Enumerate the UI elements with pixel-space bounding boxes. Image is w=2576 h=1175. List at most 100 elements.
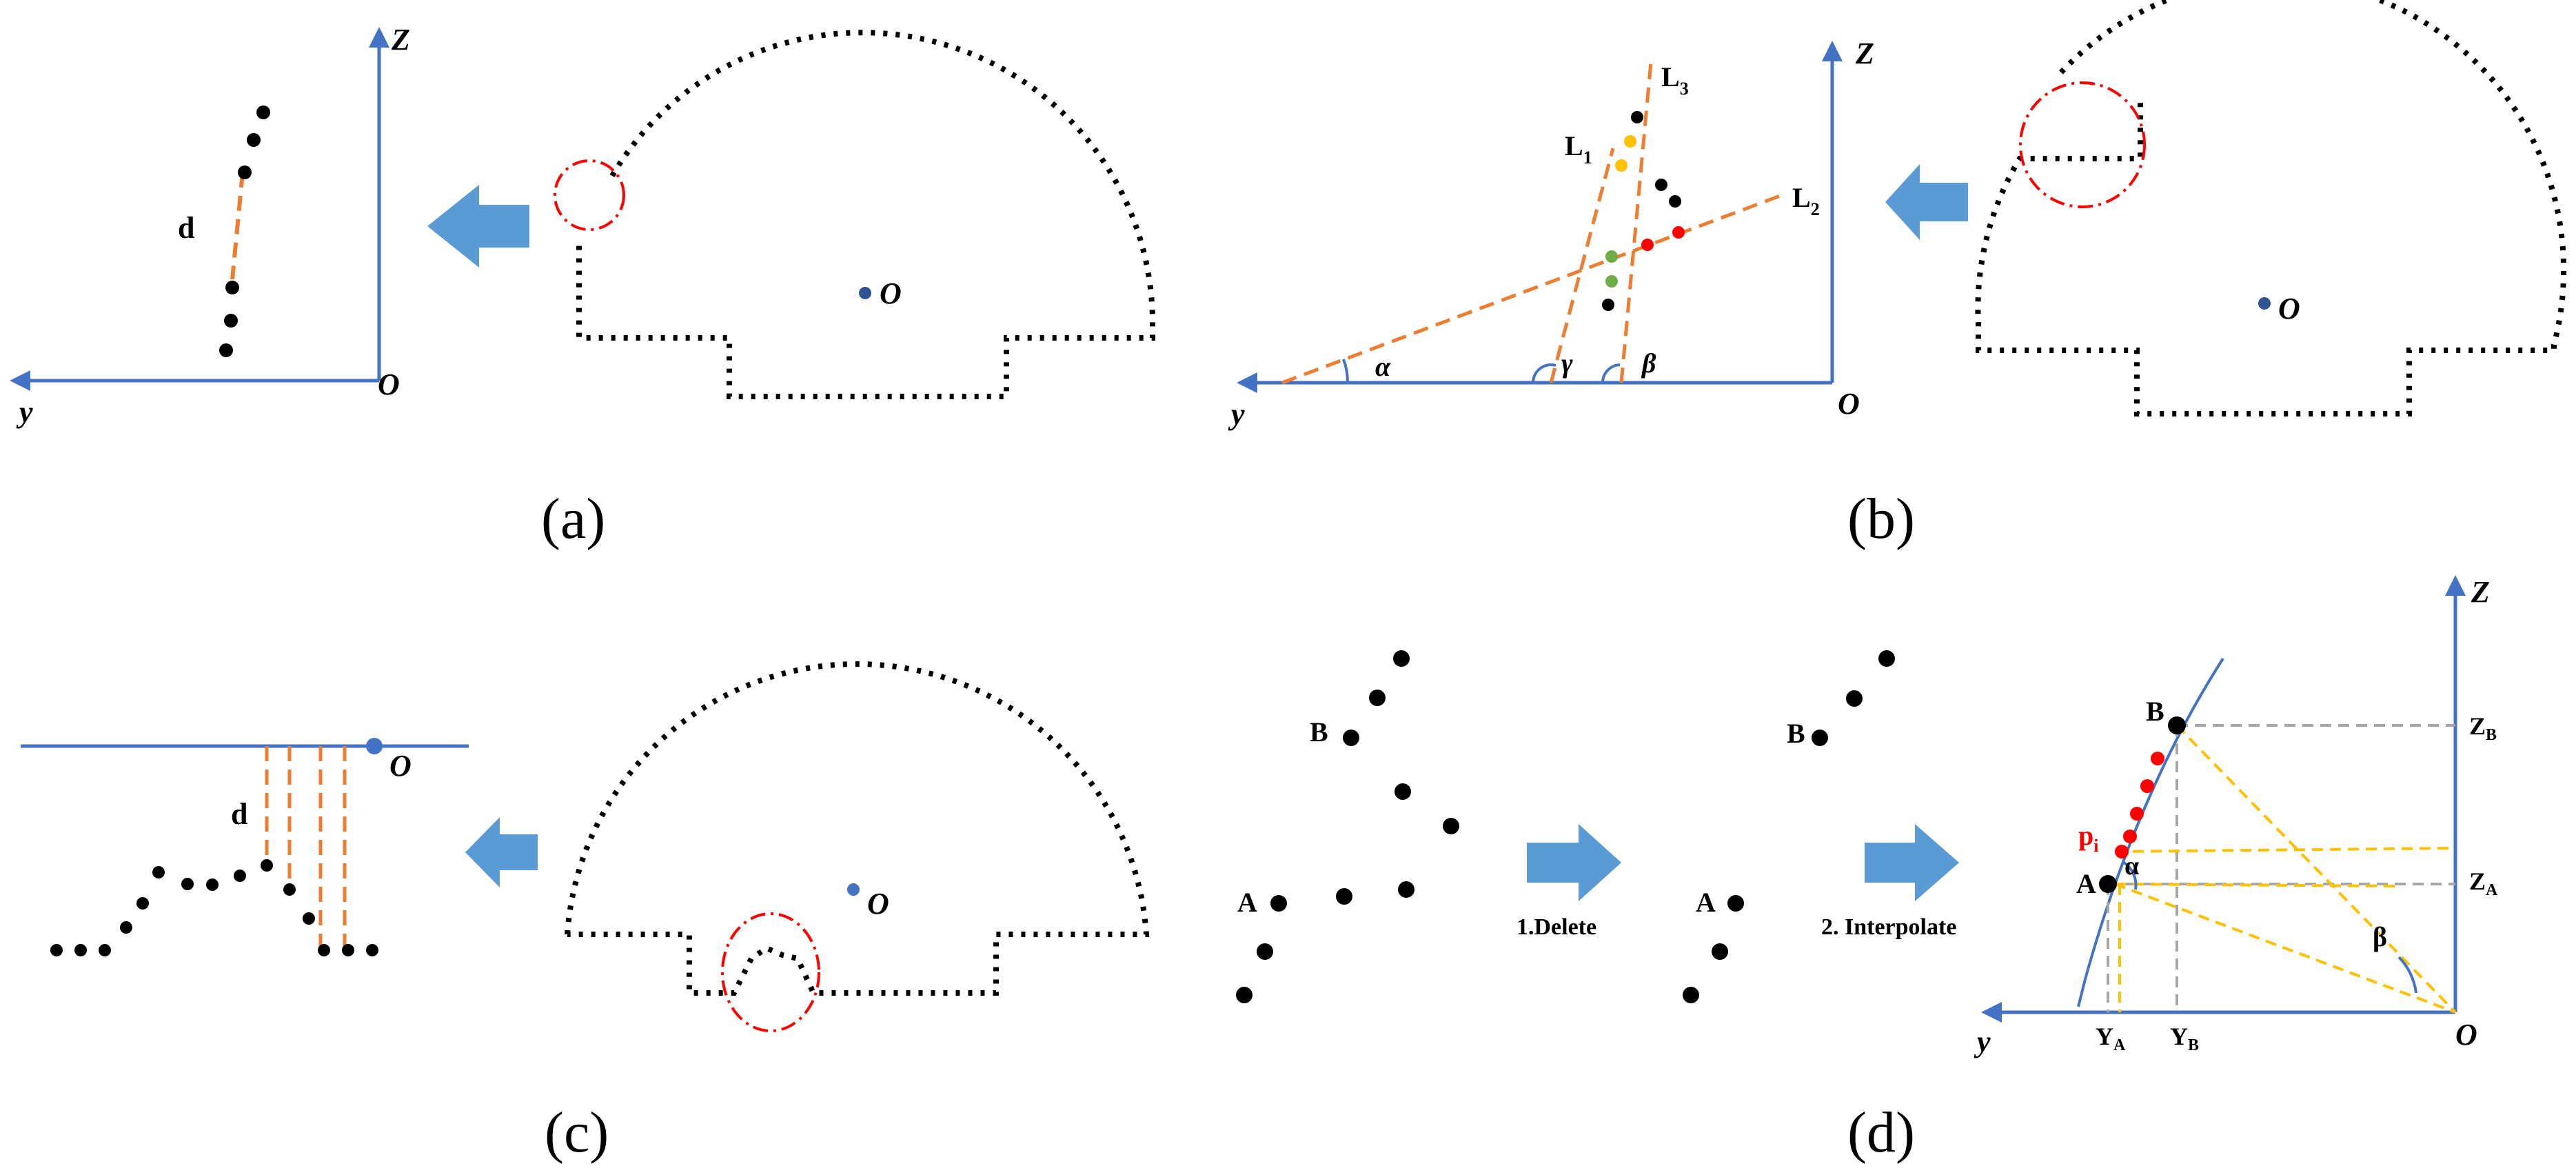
angle-alpha-label: α [2124, 852, 2139, 881]
delete-arrow [1527, 824, 1621, 901]
interpolated-point [2123, 830, 2137, 843]
point [225, 281, 239, 294]
zb-label: ZB [2469, 712, 2497, 744]
point [366, 944, 378, 956]
point [1393, 650, 1410, 667]
cross-section-outline [576, 30, 1155, 399]
y-axis-label: y [16, 395, 33, 429]
line-l1 [1549, 148, 1615, 383]
gap-distance-line [230, 172, 245, 280]
z-axis-label: Z [391, 23, 410, 57]
angle-arc-beta [2397, 956, 2417, 994]
origin-label: O [378, 368, 400, 401]
transform-arrow [427, 185, 529, 268]
point [1624, 135, 1636, 148]
interpolated-point [2151, 752, 2164, 765]
remaining-points [1683, 650, 1895, 1003]
highlight-circle [554, 159, 625, 231]
point-a-label: A [1696, 887, 1716, 918]
construction-line [2114, 883, 2396, 887]
point [1336, 888, 1352, 905]
line-l2-label: L2 [1792, 182, 1820, 219]
z-axis-label: Z [2471, 575, 2490, 609]
point [1631, 111, 1643, 123]
point [303, 912, 315, 925]
point [152, 866, 165, 878]
grey-projections [2107, 724, 2455, 1012]
angle-arc-gamma [1532, 363, 1556, 383]
cross-section-outline [565, 661, 1150, 996]
y-axis-label: y [1974, 1025, 1991, 1058]
pi-label: pi [2078, 820, 2098, 856]
yellow-construction [2114, 724, 2457, 1014]
point-profile [50, 859, 378, 956]
point [206, 878, 219, 891]
interpolated-points [2115, 752, 2164, 858]
step-delete-label: 1.Delete [1517, 914, 1596, 940]
z-axis-label: Z [1855, 37, 1874, 70]
angle-arc-alpha [2122, 861, 2138, 890]
origin-label: O [2455, 1018, 2477, 1052]
angle-arc-beta [1601, 363, 1621, 383]
highlight-circle [721, 912, 820, 1032]
point [1605, 250, 1618, 263]
angle-gamma-label: γ [1561, 348, 1573, 379]
point [256, 106, 270, 119]
point [1683, 987, 1699, 1003]
za-label: ZA [2469, 867, 2498, 899]
cross-section-outline [1975, 0, 2567, 416]
caption-d: (d) [1847, 1101, 1915, 1165]
point [1257, 943, 1273, 960]
point [1846, 690, 1863, 707]
point [234, 870, 246, 882]
point [1655, 179, 1667, 191]
center-label: O [880, 277, 902, 310]
interpolated-point [2140, 779, 2154, 793]
line-l1-label: L1 [1565, 130, 1592, 168]
point-a [1270, 895, 1287, 912]
step-interpolate-label: 2. Interpolate [1821, 914, 1956, 940]
point [1878, 650, 1895, 667]
point [181, 878, 194, 890]
point [318, 944, 330, 956]
panel-a: Z y O d O (a) [9, 23, 1155, 551]
panel-c: O d O (c) [21, 661, 1150, 1165]
point-b-label: B [1787, 718, 1805, 749]
construction-line [2114, 883, 2456, 1014]
point [120, 921, 132, 934]
point [1395, 783, 1411, 800]
pi-point [2115, 845, 2129, 858]
angle-arc-alpha [1342, 359, 1350, 383]
transform-arrow [1885, 164, 1968, 240]
line-l2 [1281, 193, 1783, 385]
panel-d: B A 1.Delete B A 2. Interpolate Z y O [1236, 575, 2498, 1165]
point [1602, 299, 1614, 311]
point [1712, 943, 1728, 960]
point [238, 165, 252, 179]
point-a [1727, 895, 1744, 912]
original-points [1236, 650, 1459, 1003]
yb-label: YB [2170, 1023, 2199, 1054]
point-a-label: A [2076, 868, 2096, 899]
line-l3 [1619, 61, 1653, 383]
angle-beta-label: β [2373, 921, 2387, 952]
distance-label: d [178, 211, 194, 245]
point-cluster [1602, 111, 1685, 311]
point-b-label: B [1310, 716, 1328, 747]
point [1669, 195, 1681, 208]
distance-label: d [231, 797, 247, 831]
point [247, 133, 261, 147]
center-dot [859, 287, 871, 299]
construction-line [2176, 724, 2457, 1014]
origin-dot [366, 738, 383, 754]
point [1443, 818, 1459, 834]
y-axis-label: y [1228, 397, 1245, 431]
point [1641, 239, 1654, 251]
point [224, 314, 238, 328]
center-dot [2258, 297, 2271, 310]
point-b [1343, 730, 1359, 746]
point-b-label: B [2146, 696, 2164, 727]
distance-lines [265, 746, 347, 950]
interpolated-point [2130, 807, 2144, 821]
